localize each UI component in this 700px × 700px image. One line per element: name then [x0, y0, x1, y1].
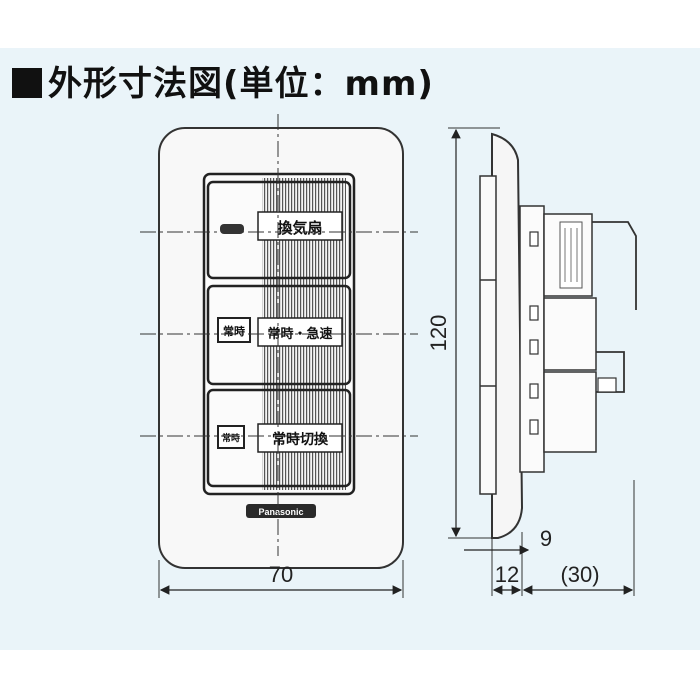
frame-tab-5 — [529, 419, 539, 435]
title-square-icon — [12, 68, 42, 98]
button-1-label-box — [257, 211, 343, 241]
width-dimension-value: 70 — [269, 562, 293, 587]
rear-connector-1 — [543, 297, 597, 371]
frame-tab-3 — [529, 339, 539, 355]
frame-tab-1 — [529, 231, 539, 247]
depth-front-dimension-value: 12 — [495, 562, 519, 587]
side-switch-profile — [479, 175, 497, 495]
front-view: 換気扇 常時・急速 常時 常時切換 常時 Panasonic 70 — [140, 114, 418, 598]
depth-rear-dimension-value: (30) — [560, 562, 599, 587]
button-3-label: 常時切換 — [272, 431, 329, 448]
side-plate-profile — [491, 132, 524, 539]
button-2-label-box — [257, 317, 343, 347]
button-3-indicator: 常時 — [222, 432, 240, 444]
switch-badge-icon — [217, 425, 245, 449]
button-2-label: 常時・急速 — [267, 326, 332, 342]
rear-terminal-box — [597, 377, 617, 393]
button-1-label: 換気扇 — [277, 219, 322, 237]
frame-tab-4 — [529, 383, 539, 399]
button-2 — [206, 284, 352, 386]
page-title: 外形寸法図(単位：mm) — [12, 56, 434, 105]
button-3-label-box — [257, 423, 343, 453]
button-2-indicator: 常時 — [223, 324, 245, 338]
brand-logo: Panasonic — [258, 507, 303, 517]
frame-tab-2 — [529, 305, 539, 321]
brand-plate — [246, 504, 316, 518]
title-text: 外形寸法図(単位：mm) — [48, 64, 434, 104]
gap-dimension-value: 9 — [540, 526, 552, 551]
rear-clip — [592, 221, 637, 310]
height-dimension-value: 120 — [426, 315, 451, 352]
mode-badge-icon — [217, 317, 251, 343]
side-view: 120 9 12 (30) — [426, 127, 637, 596]
button-3 — [206, 388, 352, 488]
button-1 — [206, 180, 352, 280]
rear-connector-2 — [543, 371, 597, 453]
